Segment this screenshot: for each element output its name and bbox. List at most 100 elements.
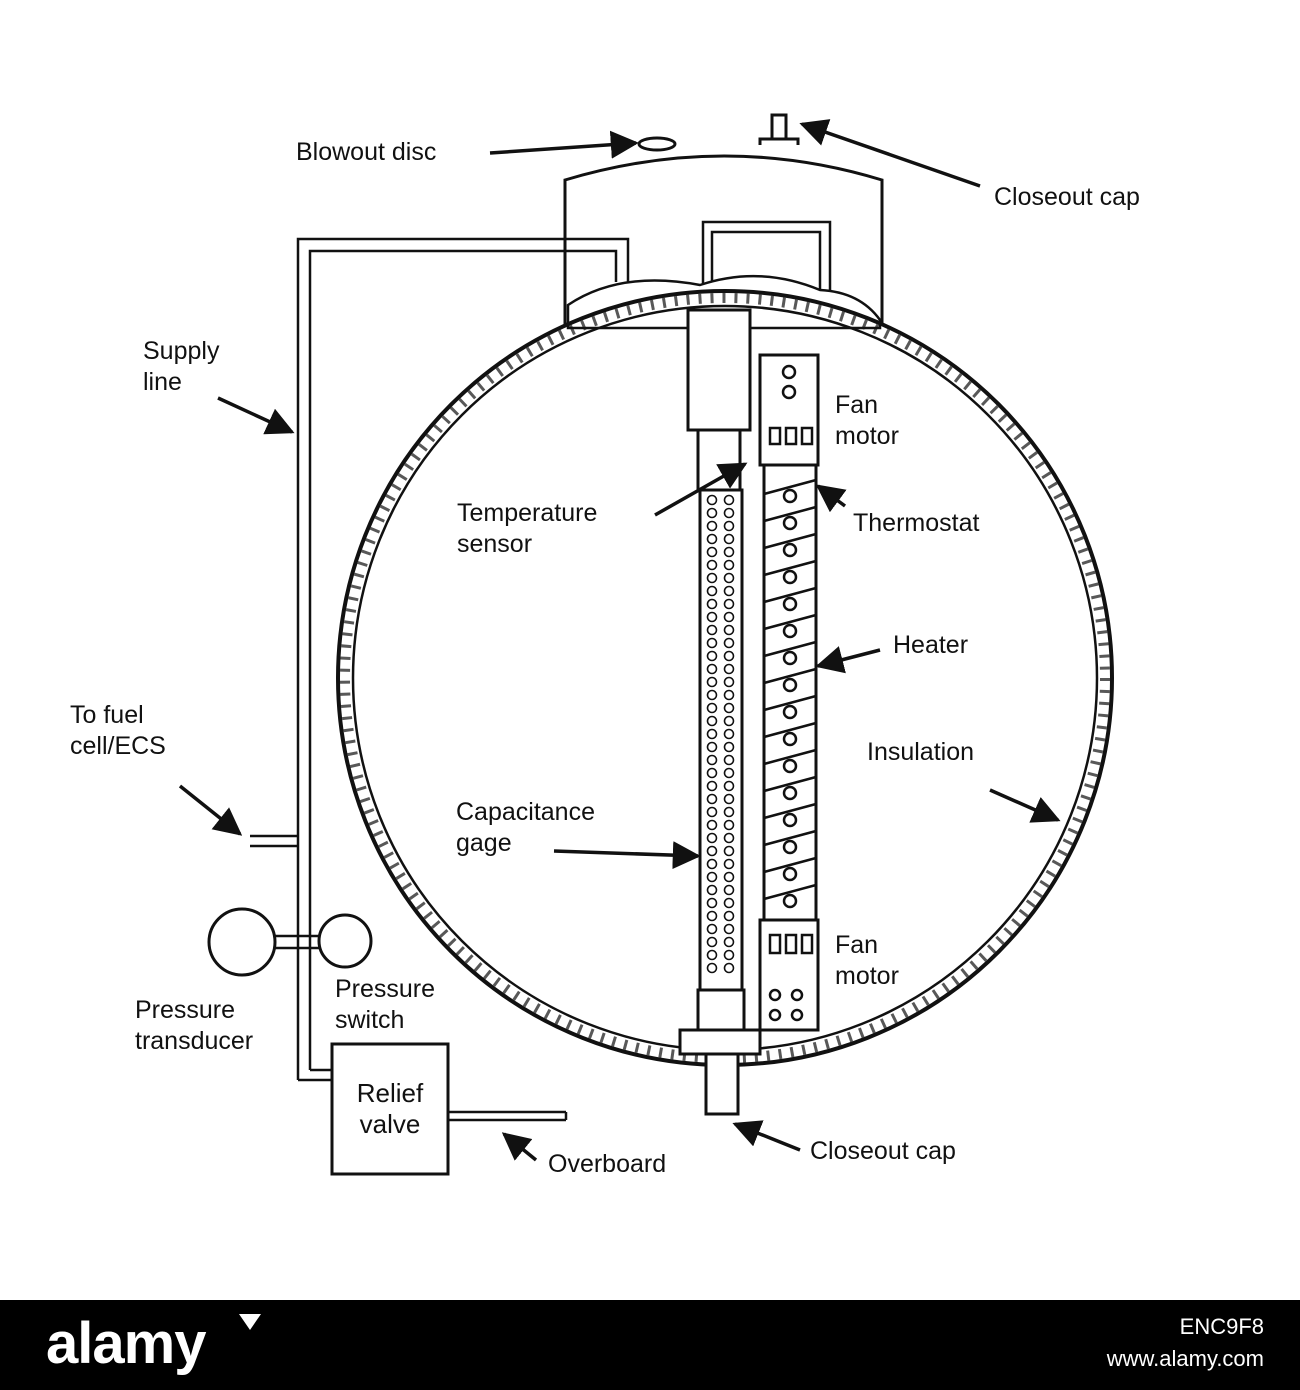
gage-hole <box>706 819 718 831</box>
capacitance-gage-tube <box>678 308 762 1116</box>
gage-hole <box>706 676 718 688</box>
gage-hole <box>723 559 735 571</box>
heater-coil-ring <box>782 542 798 558</box>
gage-hole <box>723 949 735 961</box>
label-capacitance-gage: Capacitance gage <box>456 798 595 857</box>
heater-coil-turn <box>763 478 817 496</box>
heater-coil-ring <box>782 596 798 612</box>
supply-line-pipe <box>250 237 630 1082</box>
heater-coil-ring <box>782 650 798 666</box>
heater-coil-turn <box>763 775 817 793</box>
gage-hole <box>723 585 735 597</box>
gage-hole <box>706 702 718 714</box>
heater-coil-ring <box>782 893 798 909</box>
label-pressure-transducer: Pressure transducer <box>135 996 254 1055</box>
gage-hole <box>706 858 718 870</box>
arrow-temperature-sensor <box>654 462 748 517</box>
gage-hole <box>723 910 735 922</box>
heater-coil-turn <box>763 721 817 739</box>
gage-hole <box>706 936 718 948</box>
gage-hole <box>706 754 718 766</box>
heater-coil-ring <box>782 569 798 585</box>
arrow-heater <box>815 646 881 674</box>
gage-hole <box>723 767 735 779</box>
watermark-footer: alamy ENC9F8 www.alamy.com <box>0 1300 1300 1390</box>
gage-hole <box>723 845 735 857</box>
gage-hole <box>723 832 735 844</box>
gage-hole <box>706 559 718 571</box>
gage-hole <box>723 715 735 727</box>
probe-top-loop <box>701 220 832 300</box>
gage-hole <box>706 741 718 753</box>
gage-hole <box>723 858 735 870</box>
overboard-pipe <box>448 1110 568 1122</box>
gage-hole <box>706 923 718 935</box>
heater-coil-turn <box>763 667 817 685</box>
gage-hole <box>723 962 735 974</box>
label-overboard: Overboard <box>548 1150 667 1178</box>
arrow-supply-line <box>217 396 295 435</box>
heater-coil-turn <box>763 586 817 604</box>
gage-hole <box>723 507 735 519</box>
gage-hole <box>706 533 718 545</box>
heater-coil-ring <box>782 812 798 828</box>
label-fan-motor-top: Fan motor <box>835 391 899 450</box>
heater-tube <box>758 353 820 1032</box>
pressure-switch <box>317 913 373 969</box>
label-fan-motor-bottom: Fan motor <box>835 931 899 990</box>
gage-hole <box>723 637 735 649</box>
gage-hole <box>723 702 735 714</box>
heater-coil-turn <box>763 694 817 712</box>
gage-hole <box>706 520 718 532</box>
gage-hole <box>723 494 735 506</box>
gage-hole <box>706 806 718 818</box>
heater-coil-turn <box>763 613 817 631</box>
gage-hole <box>723 728 735 740</box>
arrow-closeout-cap-bottom <box>732 1120 801 1152</box>
brand-logo-icon <box>239 1314 261 1330</box>
gage-hole <box>706 728 718 740</box>
gage-hole <box>723 806 735 818</box>
pressure-transducer <box>207 907 277 977</box>
heater-coil-ring <box>782 866 798 882</box>
heater-coil-ring <box>782 758 798 774</box>
gage-hole <box>723 936 735 948</box>
label-closeout-cap-bottom: Closeout cap <box>810 1137 956 1165</box>
gage-hole <box>706 546 718 558</box>
gage-hole <box>706 884 718 896</box>
gage-hole <box>706 897 718 909</box>
gage-hole <box>706 845 718 857</box>
gage-hole <box>706 780 718 792</box>
gage-hole <box>723 598 735 610</box>
capacitance-gage-holes <box>706 494 735 974</box>
arrow-to-fuel-cell <box>178 784 243 836</box>
gage-hole <box>706 494 718 506</box>
gage-hole <box>723 923 735 935</box>
gage-hole <box>723 663 735 675</box>
closeout-cap-top <box>758 113 800 145</box>
gage-hole <box>706 871 718 883</box>
gage-hole <box>706 767 718 779</box>
heater-coil-turn <box>763 559 817 577</box>
gage-hole <box>723 871 735 883</box>
gage-hole <box>723 624 735 636</box>
label-relief-valve: Relief valve <box>356 1078 424 1139</box>
gage-hole <box>723 611 735 623</box>
gage-hole <box>706 949 718 961</box>
transducer-connector <box>275 934 319 950</box>
arrow-capacitance-gage <box>553 841 701 870</box>
label-heater: Heater <box>893 631 969 659</box>
heater-coil-turn <box>763 883 817 901</box>
gage-hole <box>723 741 735 753</box>
heater-coil-turn <box>763 640 817 658</box>
gage-hole <box>723 689 735 701</box>
gage-hole <box>723 780 735 792</box>
gage-hole <box>723 572 735 584</box>
label-temperature-sensor: Temperature sensor <box>457 499 598 558</box>
heater-coil-ring <box>782 677 798 693</box>
label-to-fuel-cell: To fuel cell/ECS <box>70 701 166 760</box>
label-supply-line: Supply line <box>143 337 220 396</box>
gage-hole <box>723 546 735 558</box>
gage-hole <box>706 637 718 649</box>
leader-arrows <box>178 119 1061 1162</box>
